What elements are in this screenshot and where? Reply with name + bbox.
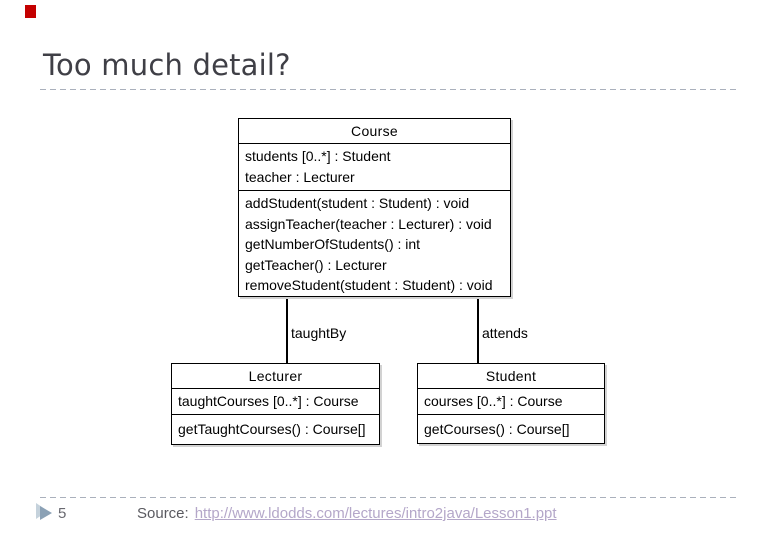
source-label: Source:: [137, 505, 189, 522]
footer-divider: [40, 497, 740, 498]
class-name-course: Course: [239, 119, 510, 144]
class-method: getNumberOfStudents() : int: [245, 236, 421, 252]
class-method: getCourses() : Course[]: [424, 421, 570, 437]
source-line: Source: http://www.ldodds.com/lectures/in…: [137, 505, 557, 522]
class-method: getTaughtCourses() : Course[]: [178, 421, 366, 437]
uml-class-lecturer: Lecturer taughtCourses [0..*] : Course g…: [171, 363, 380, 445]
class-methods-lecturer: getTaughtCourses() : Course[]: [172, 415, 379, 443]
class-method: removeStudent(student : Student) : void: [245, 277, 493, 293]
connector-attends-line: [477, 297, 479, 363]
class-attribute: students [0..*] : Student: [245, 148, 391, 164]
class-attributes-student: courses [0..*] : Course: [418, 389, 604, 415]
class-method: getTeacher() : Lecturer: [245, 256, 387, 273]
class-name-student: Student: [418, 364, 604, 389]
page-title: Too much detail?: [43, 48, 291, 82]
relationship-label-attends: attends: [482, 325, 528, 341]
class-attributes-lecturer: taughtCourses [0..*] : Course: [172, 389, 379, 415]
title-divider: [40, 89, 740, 90]
class-methods-course: addStudent(student : Student) : void ass…: [239, 191, 510, 298]
class-method: addStudent(student : Student) : void: [245, 195, 470, 211]
class-attribute: teacher : Lecturer: [245, 169, 355, 185]
class-attribute: courses [0..*] : Course: [424, 393, 563, 409]
class-attribute: taughtCourses [0..*] : Course: [178, 393, 359, 409]
class-name-lecturer: Lecturer: [172, 364, 379, 389]
source-link[interactable]: http://www.ldodds.com/lectures/intro2jav…: [194, 505, 557, 522]
class-attributes-course: students [0..*] : Student teacher : Lect…: [239, 144, 510, 191]
relationship-label-taughtby: taughtBy: [291, 325, 347, 341]
slide-marker-arrow-icon: [40, 506, 52, 520]
connector-taughtby-line: [286, 297, 288, 363]
slide-number: 5: [58, 505, 67, 522]
uml-class-course: Course students [0..*] : Student teacher…: [238, 118, 511, 297]
accent-mark: [25, 5, 36, 18]
uml-class-student: Student courses [0..*] : Course getCours…: [417, 363, 605, 444]
class-method: assignTeacher(teacher : Lecturer) : void: [245, 215, 492, 232]
class-methods-student: getCourses() : Course[]: [418, 415, 604, 443]
